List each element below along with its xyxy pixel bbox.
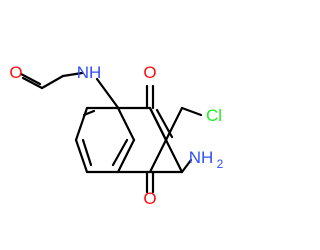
- ring-a-bond-3: [74, 138, 89, 174]
- amino-subscript-label: 2: [217, 157, 224, 171]
- acetyl-co-bond-b: [19, 72, 42, 86]
- ring-a-inner-bond-3: [111, 138, 129, 167]
- ring-c-amino-bond: [164, 138, 184, 174]
- ring-a-bond-5: [116, 138, 136, 174]
- top-carbonyl-oxygen-label: O: [143, 63, 156, 82]
- ring-b-bond-3: [148, 138, 168, 174]
- ring-a-inner-bond-2: [81, 138, 93, 167]
- ring-a-bond-2: [74, 106, 89, 142]
- chlorine-label: Cl: [206, 106, 222, 125]
- chemical-structure-diagram: O NH O Cl NH 2 O: [9, 63, 223, 208]
- ring-b-double-bond-a: [148, 106, 168, 142]
- amino-n-label: NH: [189, 148, 214, 167]
- bottom-carbonyl-oxygen-label: O: [143, 189, 156, 208]
- amide-n-ring-bond: [95, 77, 121, 111]
- amide-nh-label: NH: [77, 63, 102, 82]
- amide-c-n-bond: [61, 71, 84, 78]
- acetyl-oxygen-label: O: [9, 63, 22, 82]
- bond-lines: [19, 71, 203, 194]
- atom-labels: O NH O Cl NH 2 O: [9, 63, 223, 208]
- amino-n-bond: [180, 158, 193, 174]
- ring-a-bond-6: [116, 106, 136, 142]
- ring-a-inner-bond-1: [82, 109, 96, 117]
- methyl-carbon-bond: [40, 74, 65, 90]
- ring-c-cl-bond: [164, 106, 184, 142]
- acetyl-co-bond-a: [21, 76, 44, 90]
- ring-c-cl-bond-2: [180, 106, 203, 117]
